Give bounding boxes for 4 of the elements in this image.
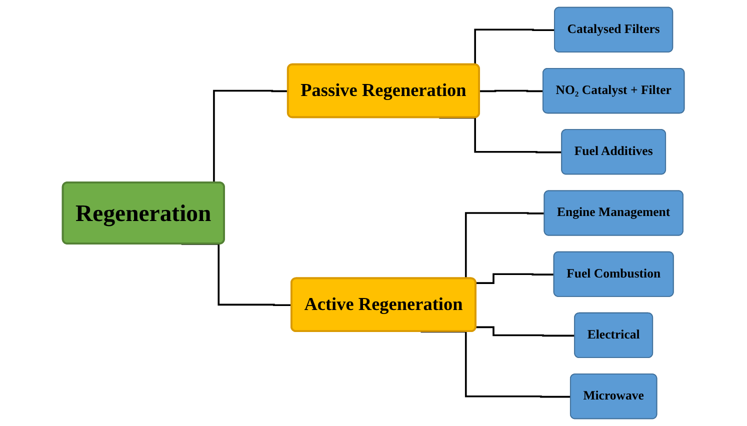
connector bbox=[480, 90, 544, 92]
connector bbox=[476, 273, 554, 284]
connector bbox=[476, 326, 576, 337]
connector bbox=[439, 116, 562, 154]
